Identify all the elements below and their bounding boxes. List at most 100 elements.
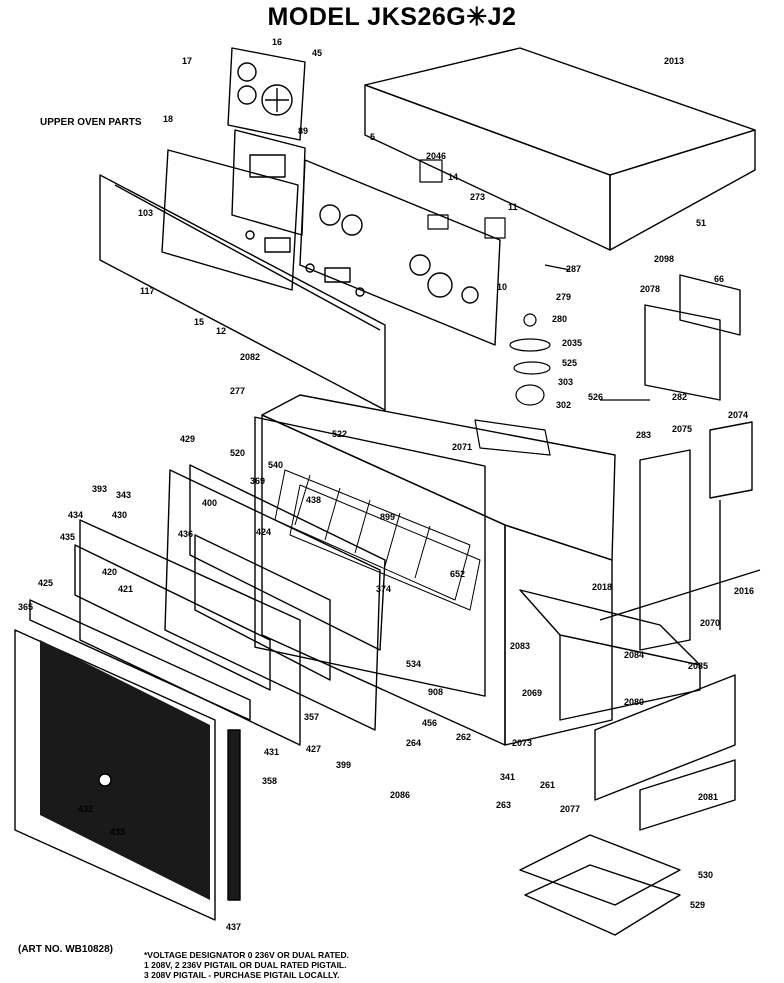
part-number-label: 12 <box>216 326 226 336</box>
part-number-label: 434 <box>68 510 83 520</box>
part-number-label: 357 <box>304 712 319 722</box>
part-number-label: 16 <box>272 37 282 47</box>
part-number-label: 10 <box>497 282 507 292</box>
part-number-label: 436 <box>178 529 193 539</box>
part-number-label: 365 <box>18 602 33 612</box>
trim-2081 <box>639 759 736 831</box>
model-title: MODEL JKS26G✳J2 <box>267 3 517 31</box>
small-hardware <box>419 159 650 456</box>
part-number-label: 2083 <box>510 641 530 651</box>
part-number-label: 2080 <box>624 697 644 707</box>
part-number-label: 51 <box>696 218 706 228</box>
part-number-label: 2035 <box>562 338 582 348</box>
part-number-label: 374 <box>376 584 391 594</box>
part-number-label: 343 <box>116 490 131 500</box>
part-number-label: 400 <box>202 498 217 508</box>
part-number-label: 899 <box>380 512 395 522</box>
footnote-line: 1 208V, 2 236V PIGTAIL OR DUAL RATED PIG… <box>144 960 347 970</box>
front-trim-117 <box>99 174 386 411</box>
door-seal-358 <box>227 729 241 901</box>
part-number-label: 89 <box>298 126 308 136</box>
part-number-label: 438 <box>306 495 321 505</box>
part-number-label: 341 <box>500 772 515 782</box>
part-number-label: 273 <box>470 192 485 202</box>
part-number-label: 2084 <box>624 650 644 660</box>
part-number-label: 456 <box>422 718 437 728</box>
door-assemblies <box>29 464 386 746</box>
part-number-label: 421 <box>118 584 133 594</box>
part-number-label: 66 <box>714 274 724 284</box>
part-number-label: 2075 <box>672 424 692 434</box>
part-number-label: 287 <box>566 264 581 274</box>
part-number-label: 282 <box>672 392 687 402</box>
part-number-label: 652 <box>450 569 465 579</box>
part-number-label: 393 <box>92 484 107 494</box>
control-plate-16 <box>227 47 306 141</box>
part-number-label: 534 <box>406 659 421 669</box>
part-number-label: 425 <box>38 578 53 588</box>
part-number-label: 530 <box>698 870 713 880</box>
bracket-89 <box>231 129 306 236</box>
oven-body <box>254 394 616 746</box>
part-number-label: 5 <box>370 132 375 142</box>
part-number-label: 11 <box>508 202 518 212</box>
part-number-label: 420 <box>102 567 117 577</box>
part-number-label: 2073 <box>512 738 532 748</box>
part-number-label: 525 <box>562 358 577 368</box>
footnote-line: *VOLTAGE DESIGNATOR 0 236V OR DUAL RATED… <box>144 950 349 960</box>
part-number-label: 277 <box>230 386 245 396</box>
part-number-label: 437 <box>226 922 241 932</box>
part-number-label: 424 <box>256 527 271 537</box>
part-number-label: 2082 <box>240 352 260 362</box>
part-number-label: 117 <box>140 286 155 296</box>
part-number-label: 908 <box>428 687 443 697</box>
part-number-label: 399 <box>336 760 351 770</box>
part-number-label: 303 <box>558 377 573 387</box>
part-number-label: 526 <box>588 392 603 402</box>
part-number-label: 2069 <box>522 688 542 698</box>
part-number-label: 429 <box>180 434 195 444</box>
part-number-label: 15 <box>194 317 204 327</box>
part-number-label: 431 <box>264 747 279 757</box>
part-number-label: 17 <box>182 56 192 66</box>
part-number-label: 520 <box>230 448 245 458</box>
part-number-label: 261 <box>540 780 555 790</box>
part-number-label: 280 <box>552 314 567 324</box>
part-number-label: 2013 <box>664 56 684 66</box>
part-number-label: 262 <box>456 732 471 742</box>
part-number-label: 2018 <box>592 582 612 592</box>
part-number-label: 302 <box>556 400 571 410</box>
outer-door-365 <box>14 629 216 921</box>
side-panel-2077 <box>594 674 736 801</box>
part-number-label: 18 <box>163 114 173 124</box>
part-number-label: 2070 <box>700 618 720 628</box>
art-number: (ART NO. WB10828) <box>18 944 114 955</box>
part-number-label: 283 <box>636 430 651 440</box>
part-number-label: 529 <box>690 900 705 910</box>
part-number-label: 2098 <box>654 254 674 264</box>
cabinet-frame <box>519 421 761 721</box>
part-number-label: 522 <box>332 429 347 439</box>
part-number-label: 45 <box>312 48 322 58</box>
part-number-label: 2077 <box>560 804 580 814</box>
part-number-label: 264 <box>406 738 421 748</box>
part-number-label: 358 <box>262 776 277 786</box>
part-number-label: 279 <box>556 292 571 302</box>
part-number-label: 2071 <box>452 442 472 452</box>
part-number-label: 2086 <box>390 790 410 800</box>
part-number-label: 369 <box>250 476 265 486</box>
housing-2078 <box>644 304 721 401</box>
part-number-label: 433 <box>110 827 125 837</box>
part-number-label: 430 <box>112 510 127 520</box>
section-label: UPPER OVEN PARTS <box>40 117 142 128</box>
part-number-label: 2046 <box>426 151 446 161</box>
part-number-label: 435 <box>60 532 75 542</box>
top-cover-2013 <box>364 47 756 251</box>
part-number-label: 2078 <box>640 284 660 294</box>
panel-18 <box>161 149 299 291</box>
part-number-label: 2016 <box>734 586 754 596</box>
part-number-label: 263 <box>496 800 511 810</box>
part-number-label: 2081 <box>698 792 718 802</box>
